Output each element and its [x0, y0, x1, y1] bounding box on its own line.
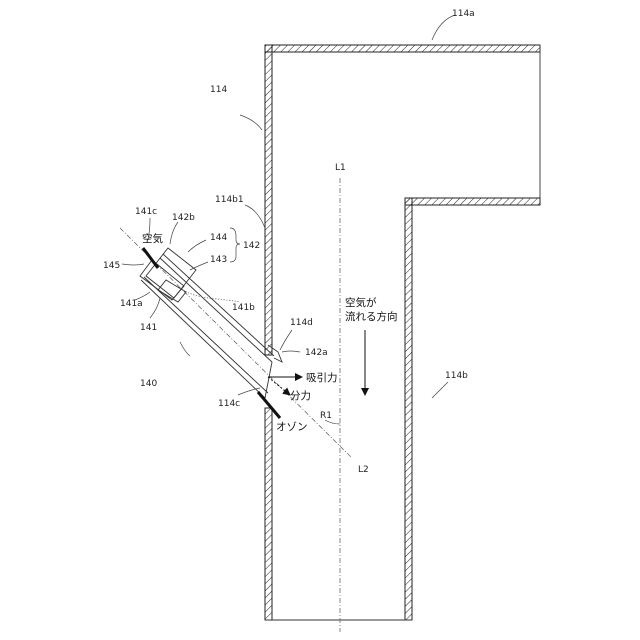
- label-144: 144: [210, 233, 227, 243]
- duct-top-wall: [265, 45, 540, 52]
- inlet-plate: [143, 248, 158, 268]
- annotation-air-in: 空気: [142, 232, 163, 245]
- label-141b: 141b: [232, 303, 255, 313]
- label-l1: L1: [335, 163, 346, 173]
- duct-step-wall: [405, 198, 540, 205]
- label-l2: L2: [358, 465, 369, 475]
- bracket-142: [230, 228, 240, 262]
- filter-block: [158, 280, 186, 302]
- annotation-component: 分力: [290, 389, 311, 402]
- label-142b: 142b: [172, 213, 195, 223]
- dotted-curve-141b: [183, 290, 240, 302]
- label-114d: 114d: [290, 318, 313, 328]
- label-114b: 114b: [445, 371, 468, 381]
- annotation-air-flow-1: 空気が: [345, 296, 377, 309]
- label-114: 114: [210, 85, 227, 95]
- duct-left-wall-upper: [265, 45, 272, 355]
- duct-right-wall: [405, 198, 412, 620]
- label-145: 145: [103, 261, 120, 271]
- label-r1: R1: [320, 411, 332, 421]
- annotation-suction: 吸引力: [306, 371, 338, 384]
- annotation-air-flow-2: 流れる方向: [345, 310, 398, 323]
- label-114a: 114a: [452, 9, 475, 19]
- label-142: 142: [243, 241, 260, 251]
- label-140: 140: [140, 379, 157, 389]
- label-141a: 141a: [120, 299, 143, 309]
- label-141c: 141c: [135, 207, 157, 217]
- label-114b1: 114b1: [215, 195, 244, 205]
- label-141: 141: [140, 323, 157, 333]
- sensor-tube: [140, 248, 282, 418]
- label-142a: 142a: [305, 348, 328, 358]
- duct-left-wall-lower: [265, 408, 272, 620]
- label-143: 143: [210, 255, 227, 265]
- label-114c: 114c: [218, 399, 240, 409]
- annotation-ozone: オゾン: [276, 421, 308, 433]
